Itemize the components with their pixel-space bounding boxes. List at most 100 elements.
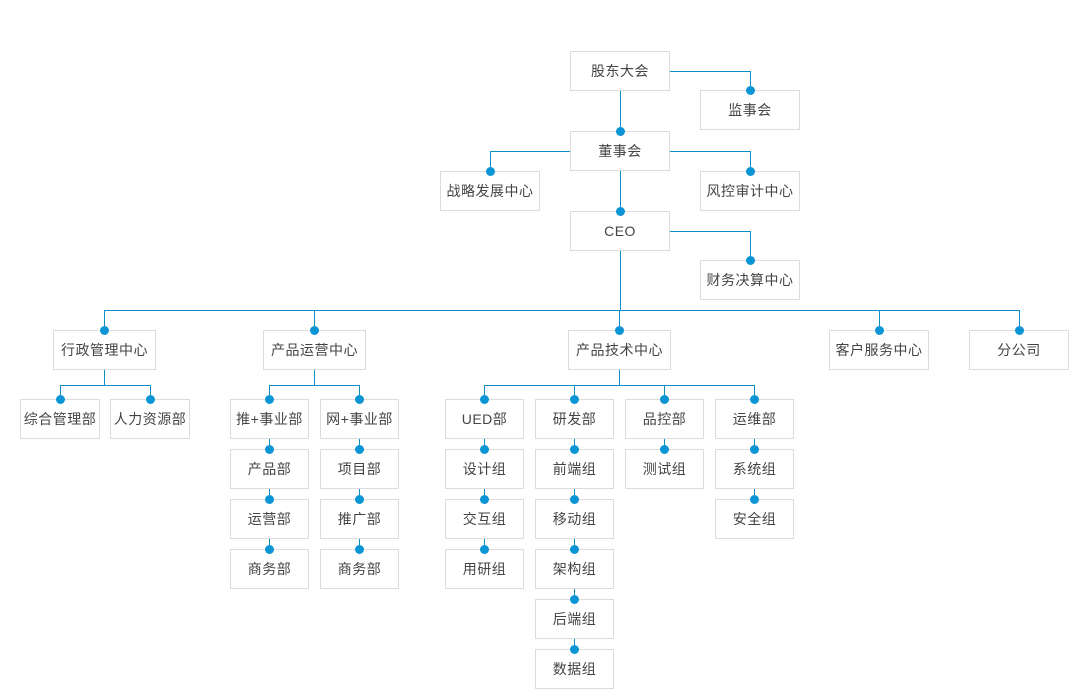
org-node-operations-maintenance-dept[interactable]: 运维部	[715, 399, 794, 439]
dot-supervisory	[746, 86, 755, 95]
org-node-tui-plus-division[interactable]: 推+事业部	[230, 399, 309, 439]
dot-tui	[265, 395, 274, 404]
technology-riser	[619, 310, 620, 330]
org-node-rd-dept[interactable]: 研发部	[535, 399, 614, 439]
dot-business-b	[355, 545, 364, 554]
rd-chain-1	[574, 439, 575, 449]
ceo-to-finance	[620, 231, 750, 232]
org-node-customer-service-center[interactable]: 客户服务中心	[829, 330, 929, 370]
org-node-label: 运维部	[732, 411, 777, 427]
org-node-admin-management-center[interactable]: 行政管理中心	[53, 330, 156, 370]
org-node-project-dept[interactable]: 项目部	[320, 449, 399, 489]
rd-chain-2	[574, 489, 575, 499]
rd-chain-5	[574, 639, 575, 649]
tui-chain-1	[269, 439, 270, 449]
wang-chain-3	[359, 539, 360, 549]
org-node-shareholders-meeting[interactable]: 股东大会	[570, 51, 670, 91]
dot-promotion	[355, 495, 364, 504]
org-node-frontend-group[interactable]: 前端组	[535, 449, 614, 489]
dot-rd	[570, 395, 579, 404]
org-node-data-group[interactable]: 数据组	[535, 649, 614, 689]
org-node-design-group[interactable]: 设计组	[445, 449, 524, 489]
org-node-user-research-group[interactable]: 用研组	[445, 549, 524, 589]
org-node-business-dept-a[interactable]: 商务部	[230, 549, 309, 589]
dot-business-a	[265, 545, 274, 554]
org-node-general-management-dept[interactable]: 综合管理部	[20, 399, 100, 439]
dot-general-mgmt	[56, 395, 65, 404]
dot-architecture	[570, 545, 579, 554]
shareholders-to-supervisory	[620, 71, 750, 72]
dot-branch	[1015, 326, 1024, 335]
dot-testing	[660, 445, 669, 454]
finance-drop	[750, 231, 751, 260]
org-node-backend-group[interactable]: 后端组	[535, 599, 614, 639]
rd-chain-3	[574, 539, 575, 549]
admin-stem	[104, 370, 105, 385]
dot-backend	[570, 595, 579, 604]
board-to-risk	[670, 151, 750, 152]
rd-chain-4	[574, 589, 575, 599]
branch-riser	[1019, 310, 1020, 330]
org-node-label: 运营部	[247, 511, 292, 527]
operation-child1	[269, 385, 270, 399]
ops-chain-1	[754, 439, 755, 449]
dot-technology-center	[615, 326, 624, 335]
wang-chain-1	[359, 439, 360, 449]
org-node-label: 财务决算中心	[706, 272, 794, 288]
org-node-label: CEO	[604, 223, 636, 239]
org-node-risk-audit-center[interactable]: 风控审计中心	[700, 171, 800, 211]
org-node-product-operation-center[interactable]: 产品运营中心	[263, 330, 366, 370]
org-node-label: 推广部	[337, 511, 382, 527]
org-node-label: 用研组	[462, 561, 507, 577]
org-node-system-group[interactable]: 系统组	[715, 449, 794, 489]
org-node-testing-group[interactable]: 测试组	[625, 449, 704, 489]
org-node-label: 综合管理部	[23, 411, 97, 427]
dot-product	[265, 445, 274, 454]
dot-customer-center	[875, 326, 884, 335]
org-node-business-dept-b[interactable]: 商务部	[320, 549, 399, 589]
org-node-ued-dept[interactable]: UED部	[445, 399, 524, 439]
org-node-strategy-development-center[interactable]: 战略发展中心	[440, 171, 540, 211]
org-node-label: 数据组	[552, 661, 597, 677]
ops-chain-2	[754, 489, 755, 499]
org-node-security-group[interactable]: 安全组	[715, 499, 794, 539]
org-node-branch-company[interactable]: 分公司	[969, 330, 1069, 370]
org-node-promotion-dept[interactable]: 推广部	[320, 499, 399, 539]
org-node-label: 人力资源部	[113, 411, 187, 427]
org-node-quality-control-dept[interactable]: 品控部	[625, 399, 704, 439]
dot-system	[750, 445, 759, 454]
dot-qc	[660, 395, 669, 404]
org-node-label: 系统组	[732, 461, 777, 477]
org-node-label: 品控部	[642, 411, 687, 427]
org-node-interaction-group[interactable]: 交互组	[445, 499, 524, 539]
org-node-architecture-group[interactable]: 架构组	[535, 549, 614, 589]
org-node-label: 分公司	[997, 342, 1041, 358]
qc-chain-1	[664, 439, 665, 449]
org-node-human-resources-dept[interactable]: 人力资源部	[110, 399, 190, 439]
org-node-label: 行政管理中心	[61, 342, 148, 358]
org-node-label: 商务部	[247, 561, 292, 577]
org-node-finance-settlement-center[interactable]: 财务决算中心	[700, 260, 800, 300]
operation-riser	[314, 310, 315, 330]
org-node-board-of-directors[interactable]: 董事会	[570, 131, 670, 171]
org-node-mobile-group[interactable]: 移动组	[535, 499, 614, 539]
technology-child2	[574, 385, 575, 399]
dot-admin-center	[100, 326, 109, 335]
org-node-supervisory-board[interactable]: 监事会	[700, 90, 800, 130]
dot-frontend	[570, 445, 579, 454]
org-node-product-dept[interactable]: 产品部	[230, 449, 309, 489]
org-node-label: UED部	[461, 411, 508, 427]
org-node-label: 架构组	[552, 561, 597, 577]
org-node-ceo[interactable]: CEO	[570, 211, 670, 251]
ceo-drop-bus	[620, 251, 621, 310]
org-node-label: 交互组	[462, 511, 507, 527]
technology-child3	[664, 385, 665, 399]
org-node-label: 监事会	[728, 102, 772, 118]
org-node-operation-dept[interactable]: 运营部	[230, 499, 309, 539]
org-node-wang-plus-division[interactable]: 网+事业部	[320, 399, 399, 439]
org-node-product-technology-center[interactable]: 产品技术中心	[568, 330, 671, 370]
dot-wang	[355, 395, 364, 404]
strategy-drop	[490, 151, 491, 171]
admin-child1	[60, 385, 61, 399]
